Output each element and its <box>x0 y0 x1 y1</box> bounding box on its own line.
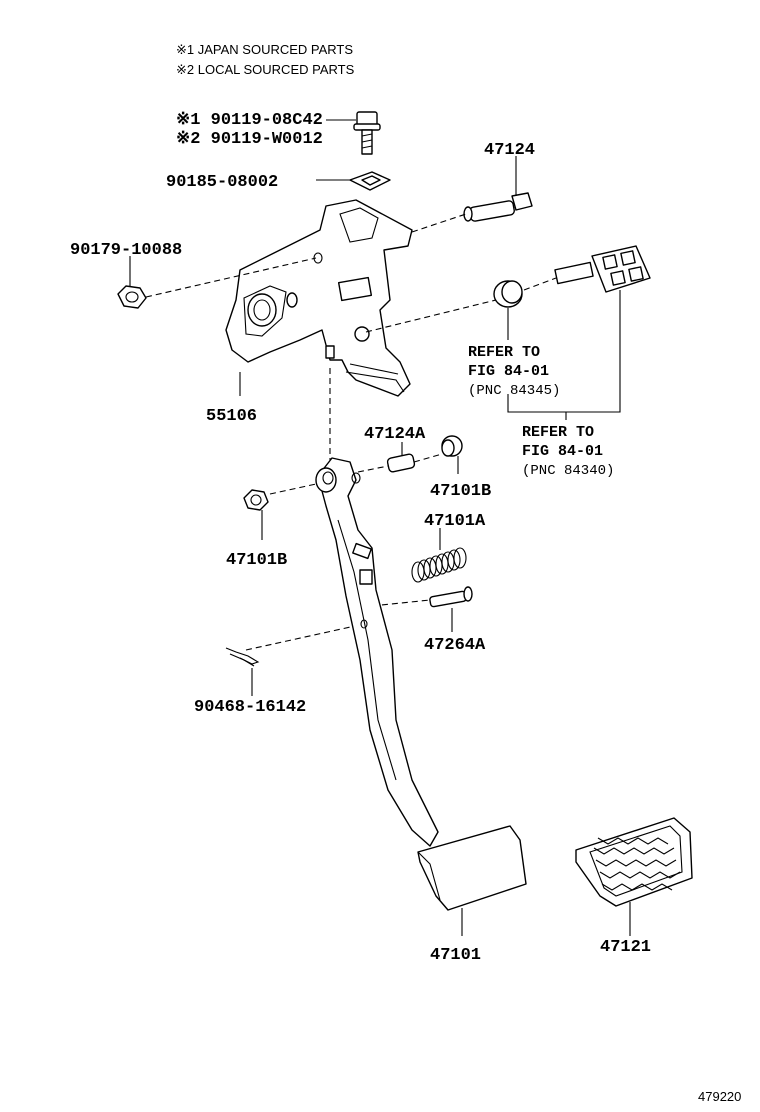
label-47124a: 47124A <box>364 425 426 444</box>
bolt-47124 <box>463 192 533 222</box>
clip-nut-90185 <box>349 171 391 191</box>
ref-84345-line2: FIG 84-01 <box>468 363 549 380</box>
ref-84340-line2: FIG 84-01 <box>522 443 603 460</box>
ref-84340-line3: (PNC 84340) <box>522 463 614 479</box>
note-japan-sourced: ※1 JAPAN SOURCED PARTS <box>176 42 353 57</box>
label-90119-08c42: ※1 90119-08C42 <box>176 111 323 130</box>
stop-lamp-switch-84340 <box>554 245 651 293</box>
bushing-84345 <box>493 280 523 308</box>
bracket-55106 <box>225 199 413 397</box>
label-90185-08002: 90185-08002 <box>166 173 278 192</box>
label-90119-w0012: ※2 90119-W0012 <box>176 130 323 149</box>
pin-47264a <box>429 586 473 608</box>
label-47101b-right: 47101B <box>430 482 491 501</box>
ref-84345-line3: (PNC 84345) <box>468 383 560 399</box>
bush-47101b-right <box>441 435 463 457</box>
collar-47124a <box>386 453 416 473</box>
bolt-90119 <box>353 111 381 155</box>
nut-90179 <box>117 285 147 309</box>
pedal-arm-47101 <box>315 457 527 911</box>
label-47101: 47101 <box>430 946 481 965</box>
clip-90468 <box>225 647 260 667</box>
label-47264a: 47264A <box>424 636 486 655</box>
figure-id: 479220 <box>698 1089 741 1104</box>
label-47101b-left: 47101B <box>226 551 287 570</box>
ref-84340-line1: REFER TO <box>522 424 594 441</box>
label-47121: 47121 <box>600 938 651 957</box>
spring-47101a <box>411 547 467 583</box>
note-local-sourced: ※2 LOCAL SOURCED PARTS <box>176 62 355 77</box>
bush-47101b-left <box>243 489 269 511</box>
pedal-pad-47121 <box>575 817 693 907</box>
label-55106: 55106 <box>206 407 257 426</box>
label-90468-16142: 90468-16142 <box>194 698 306 717</box>
label-47124: 47124 <box>484 141 535 160</box>
label-47101a: 47101A <box>424 512 486 531</box>
label-90179-10088: 90179-10088 <box>70 241 182 260</box>
ref-84345-line1: REFER TO <box>468 344 540 361</box>
